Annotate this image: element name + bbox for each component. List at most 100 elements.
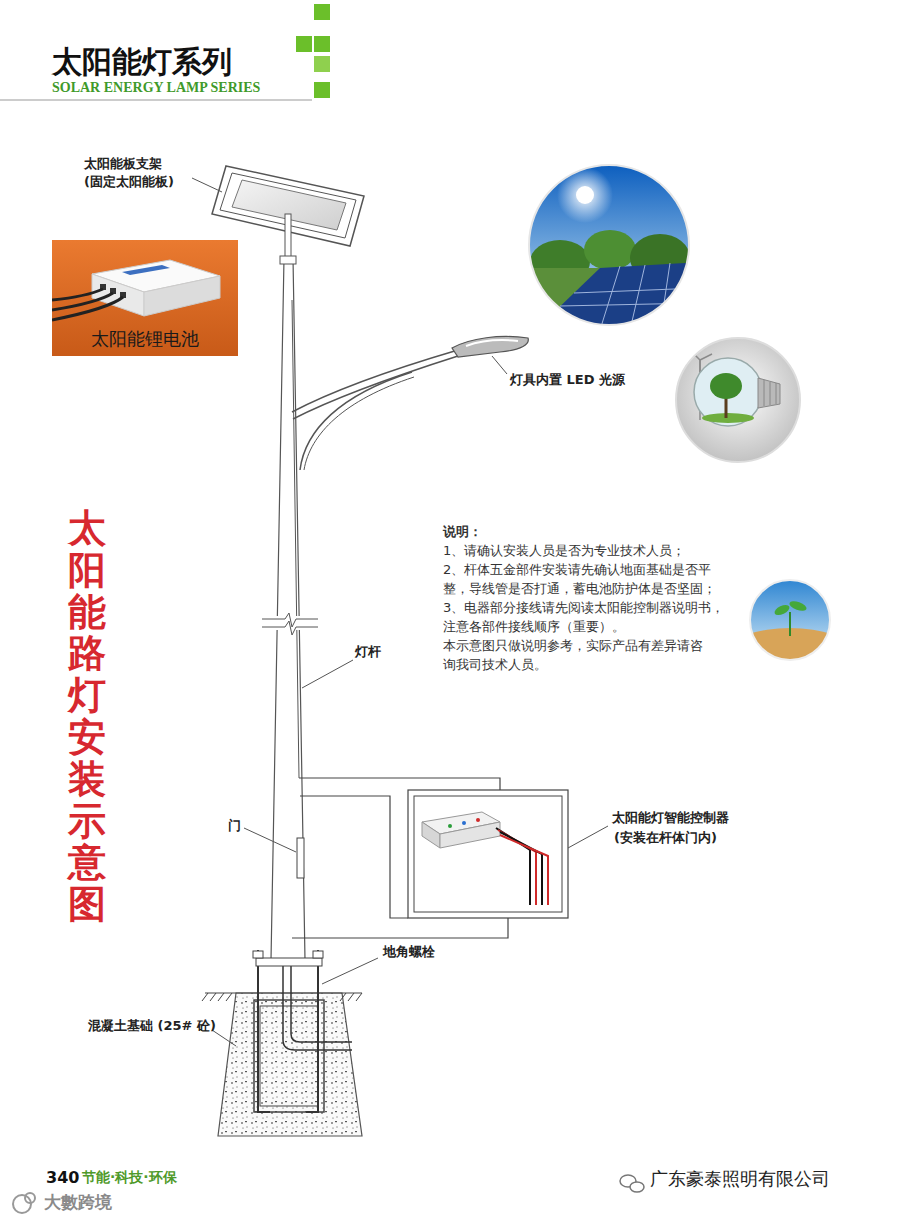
controller-inset	[292, 918, 508, 938]
door	[244, 828, 296, 852]
header-decoration	[314, 56, 330, 72]
footer-icons	[25, 1193, 35, 1203]
solar-photo	[529, 165, 689, 325]
controller-inset	[408, 790, 568, 918]
part-label: 太阳能板支架	[84, 156, 162, 172]
part-label: 地角螺栓	[383, 944, 435, 960]
header-decoration	[0, 4, 330, 100]
solar-photo	[600, 266, 620, 330]
company-name: 广东豪泰照明有限公司	[650, 1168, 830, 1190]
door	[244, 828, 304, 878]
lamp-arm	[292, 350, 458, 412]
note-line: 2、杆体五金部件安装请先确认地面基础是否平	[443, 562, 711, 578]
seedling-photo	[789, 612, 791, 636]
bulb-photo	[699, 360, 701, 372]
footer-icons	[630, 1182, 644, 1192]
header-decoration	[314, 36, 330, 52]
controller-inset	[422, 822, 440, 848]
page-number: 340	[46, 1168, 79, 1187]
controller-inset	[500, 835, 548, 905]
series-subheading: SOLAR ENERGY LAMP SERIES	[52, 80, 260, 97]
controller-inset	[299, 778, 500, 790]
part-label: 灯具内置 LED 光源	[510, 372, 625, 388]
lamp-pole	[262, 621, 318, 635]
bulb-photo	[725, 396, 728, 418]
lamp-pole	[280, 256, 296, 264]
seedling-photo	[730, 580, 850, 672]
footer-icons	[13, 1195, 31, 1213]
part-label: 太阳能灯智能控制器	[612, 810, 729, 826]
part-label: (安装在杆体门内)	[614, 830, 717, 846]
bulb-photo	[764, 380, 765, 406]
part-label: (固定太阳能板)	[84, 174, 174, 190]
solar-photo	[529, 165, 700, 330]
lamp-arm	[304, 377, 414, 470]
part-label: 混凝土基础 (25# 砼)	[88, 1018, 216, 1034]
foundation	[260, 1006, 318, 1106]
controller-inset	[440, 822, 500, 848]
note-line: 注意各部件接线顺序（重要）。	[443, 619, 625, 635]
note-line: 1、请确认安装人员是否为专业技术人员；	[443, 543, 685, 559]
solar-photo	[660, 263, 670, 330]
foundation	[258, 950, 270, 1112]
seedling-photo	[773, 603, 791, 617]
controller-inset	[476, 818, 480, 822]
figure-title: 太阳能路灯安装示意图	[68, 508, 106, 926]
foundation	[218, 993, 362, 1136]
foundation	[291, 960, 352, 1042]
battery-photo-box: 太阳能锂电池	[52, 240, 238, 356]
bulb-photo	[702, 413, 754, 423]
seedling-photo	[788, 599, 808, 613]
solar-photo	[584, 230, 636, 270]
note-line: 3、电器部分接线请先阅读太阳能控制器说明书，	[443, 600, 724, 616]
lamp-arm	[452, 336, 528, 357]
solar-photo	[548, 262, 700, 330]
header-decoration	[314, 4, 330, 20]
seedling-photo	[730, 580, 850, 672]
header-decoration	[0, 99, 312, 101]
lamp-pole	[262, 256, 353, 960]
footer-slogan: 节能·科技·环保	[82, 1169, 177, 1186]
battery-picture	[122, 265, 170, 275]
solar-photo	[574, 288, 700, 293]
header-decoration	[296, 36, 312, 52]
foundation	[256, 958, 322, 966]
photo-caption: 太阳能锂电池	[91, 328, 199, 350]
foundation	[202, 950, 378, 1136]
foundation	[254, 1000, 324, 1112]
lamp-arm	[300, 372, 412, 470]
foundation	[322, 958, 378, 984]
controller-inset	[462, 821, 466, 825]
watermark: 大數跨境	[44, 1192, 112, 1212]
foundation	[253, 951, 263, 958]
bulb-photo	[710, 373, 742, 399]
solar-panel	[285, 214, 291, 260]
lamp-arm	[292, 336, 528, 470]
part-label: 灯杆	[355, 644, 381, 660]
foundation	[306, 950, 318, 1112]
bulb-photo	[776, 383, 777, 404]
battery-picture	[144, 276, 220, 316]
solar-photo	[576, 186, 594, 204]
lamp-pole	[271, 258, 305, 960]
solar-photo	[557, 167, 613, 223]
battery-picture	[52, 289, 103, 300]
bulb-photo	[694, 358, 762, 426]
foundation	[313, 951, 323, 958]
door	[297, 838, 304, 878]
lamp-arm	[492, 356, 507, 374]
header-decoration	[314, 82, 330, 98]
lamp-arm	[293, 356, 458, 419]
bulb-photo	[676, 338, 800, 462]
lamp-pole	[302, 660, 353, 688]
note-heading: 说明：	[443, 524, 482, 540]
solar-panel	[192, 178, 222, 192]
controller-inset	[414, 796, 562, 912]
part-label: 门	[228, 818, 241, 834]
series-heading: 太阳能灯系列	[52, 44, 232, 80]
note-line: 整，导线管是否打通，蓄电池防护体是否坚固；	[443, 581, 716, 597]
bulb-photo	[758, 378, 780, 408]
controller-inset	[568, 826, 608, 848]
solar-photo	[560, 303, 700, 306]
lamp-pole	[292, 300, 299, 778]
